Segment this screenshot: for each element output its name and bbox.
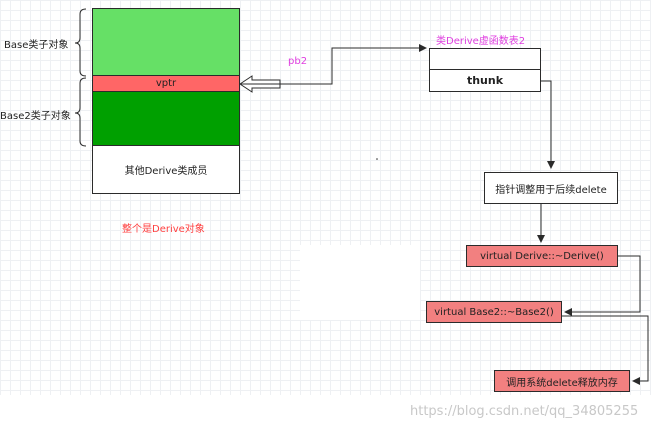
stray-dot <box>376 158 378 160</box>
derive-dtor-box: virtual Derive::~Derive() <box>466 245 618 267</box>
base-subobject-block <box>92 8 240 76</box>
derive-to-base2-dtor <box>564 255 641 316</box>
base2-dtor-label: virtual Base2::~Base2() <box>434 306 554 318</box>
blank-area-bottom <box>0 395 651 433</box>
adjust-pointer-label: 指针调整用于后续delete <box>495 184 607 196</box>
other-members-block: 其他Derive类成员 <box>92 146 240 194</box>
whole-derive-label: 整个是Derive对象 <box>122 224 205 235</box>
other-members-label: 其他Derive类成员 <box>124 166 208 177</box>
base2-subobject-label: Base2类子对象 <box>0 111 71 122</box>
call-delete-label: 调用系统delete释放内存 <box>506 377 618 389</box>
vtable-thunk-slot: thunk <box>429 69 541 92</box>
thunk-to-adjust <box>541 80 555 169</box>
adjust-pointer-box: 指针调整用于后续delete <box>484 172 618 204</box>
vptr-to-vtable <box>241 44 427 85</box>
base2-subobject-block <box>92 92 240 146</box>
base-subobject-label: Base类子对象 <box>4 40 69 51</box>
base2-dtor-box: virtual Base2::~Base2() <box>426 301 562 323</box>
base2-to-delete <box>562 315 649 385</box>
thunk-label: thunk <box>466 74 504 87</box>
blank-area <box>300 245 420 320</box>
pb2-label: pb2 <box>288 56 308 67</box>
vtable-title: 类Derive虚函数表2 <box>436 36 526 47</box>
vptr-label: vptr <box>155 78 177 89</box>
call-delete-box: 调用系统delete释放内存 <box>494 370 630 392</box>
base-brace <box>74 8 87 77</box>
derive-dtor-label: virtual Derive::~Derive() <box>480 250 604 262</box>
watermark: https://blog.csdn.net/qq_34805255 <box>410 404 639 419</box>
base2-brace <box>74 77 87 147</box>
